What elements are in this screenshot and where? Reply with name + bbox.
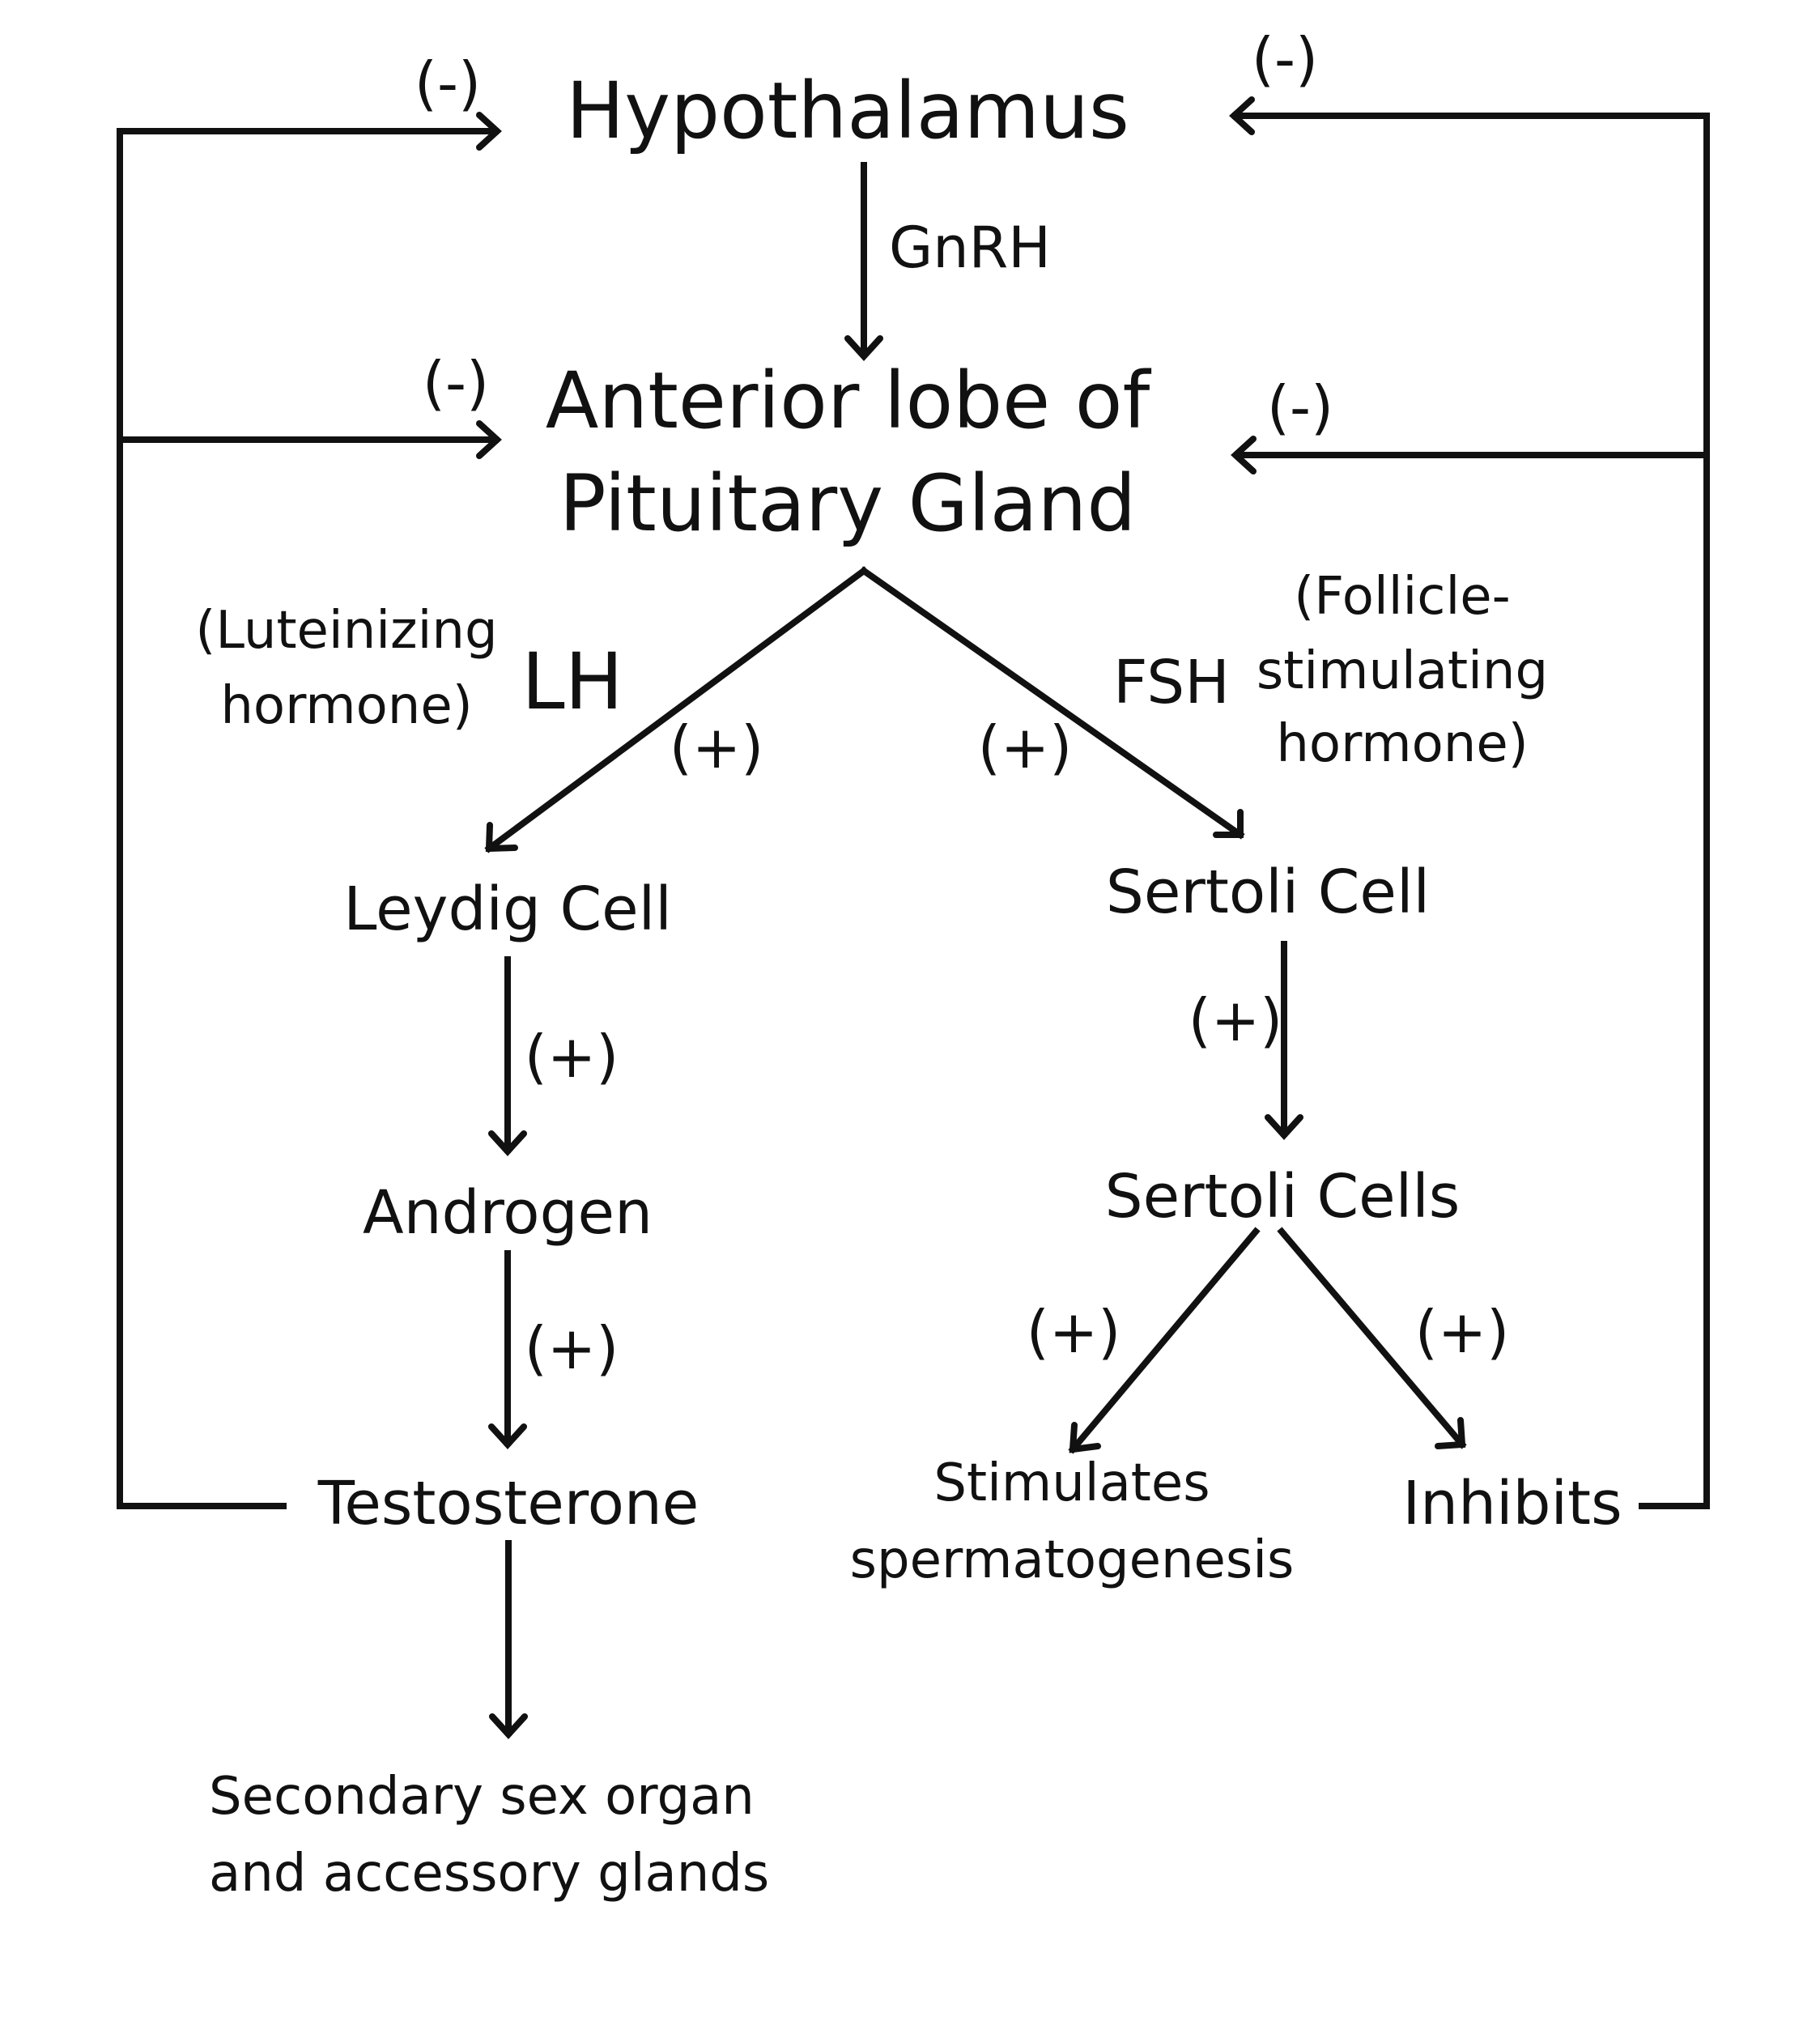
- sign-pos-sertoli: (+): [1189, 986, 1283, 1054]
- arrow-leydig-to-androgen: [488, 956, 527, 1156]
- sign-pos-lh: (+): [670, 713, 764, 781]
- node-pituitary-line1: Anterior lobe of: [546, 355, 1152, 446]
- label-lh: LH: [521, 636, 623, 727]
- node-stimulates-line2: spermatogenesis: [850, 1530, 1295, 1590]
- sign-neg-left-hypothalamus: (-): [415, 49, 481, 117]
- node-hypothalamus: Hypothalamus: [566, 66, 1129, 156]
- arrow-sertoli-cell-to-sertoli-cells: [1265, 941, 1303, 1140]
- node-secondary-line2: and accessory glands: [209, 1844, 769, 1904]
- node-leydig-cell: Leydig Cell: [343, 874, 672, 944]
- label-fsh-full-line1: (Follicle-: [1294, 567, 1510, 627]
- label-fsh-full-line3: hormone): [1276, 714, 1528, 774]
- arrow-sertoli-cells-to-inhibits: [1277, 1227, 1467, 1449]
- arrow-hypothalamus-to-pituitary: [844, 162, 883, 361]
- sign-pos-fsh: (+): [978, 713, 1073, 781]
- node-testosterone: Testosterone: [317, 1469, 700, 1538]
- sign-pos-inhibits: (+): [1415, 1298, 1510, 1366]
- sign-neg-right-hypothalamus: (-): [1252, 25, 1318, 93]
- sign-pos-stimulates: (+): [1027, 1298, 1121, 1366]
- arrow-pituitary-to-leydig: [484, 566, 869, 853]
- feedback-loop-inhibits: [1229, 96, 1710, 1509]
- sign-neg-left-pituitary: (-): [423, 349, 489, 417]
- label-lh-full-line2: hormone): [220, 676, 472, 736]
- feedback-loop-testosterone: [117, 112, 502, 1509]
- label-fsh-full-line2: stimulating: [1257, 641, 1548, 701]
- node-secondary-line1: Secondary sex organ: [209, 1767, 755, 1827]
- arrow-androgen-to-testosterone: [488, 1250, 527, 1449]
- label-lh-full-line1: (Luteinizing: [195, 601, 497, 661]
- arrow-testosterone-to-secondary: [489, 1540, 528, 1739]
- node-sertoli-cell: Sertoli Cell: [1106, 857, 1430, 927]
- sign-neg-right-pituitary: (-): [1267, 373, 1333, 441]
- sign-pos-androgen-testosterone: (+): [525, 1314, 619, 1382]
- label-fsh: FSH: [1113, 648, 1230, 717]
- node-pituitary-line2: Pituitary Gland: [559, 458, 1137, 549]
- node-androgen: Androgen: [363, 1178, 653, 1248]
- label-gnrh: GnRH: [889, 215, 1051, 281]
- node-inhibits: Inhibits: [1402, 1469, 1622, 1538]
- arrow-sertoli-cells-to-stimulates: [1068, 1227, 1261, 1454]
- node-sertoli-cells: Sertoli Cells: [1105, 1162, 1461, 1232]
- node-stimulates-line1: Stimulates: [933, 1453, 1210, 1513]
- sign-pos-leydig-androgen: (+): [525, 1023, 619, 1091]
- arrow-pituitary-to-sertoli: [859, 566, 1245, 840]
